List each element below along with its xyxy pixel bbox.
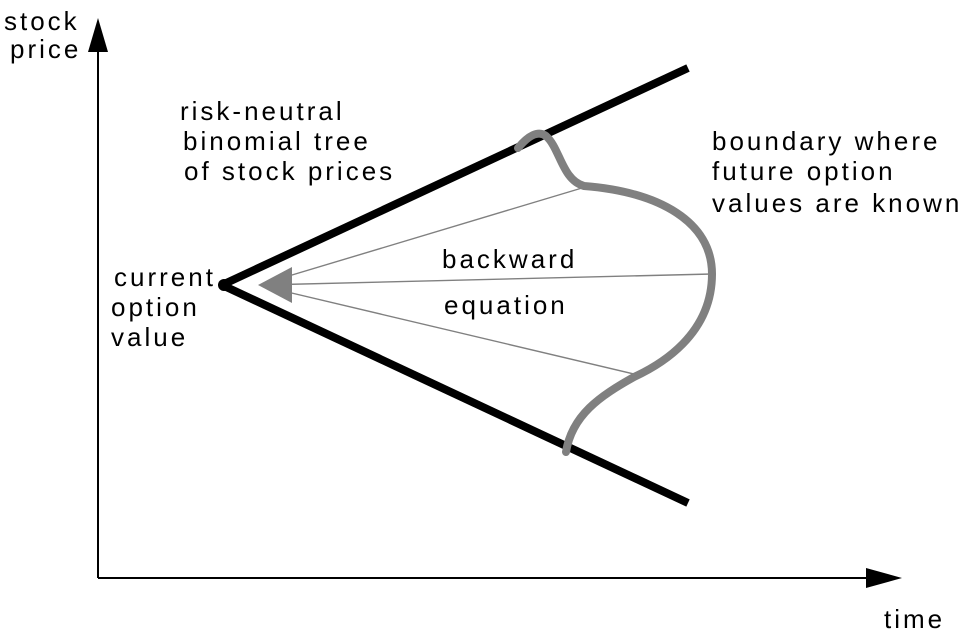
boundary-curve [514,129,717,456]
tree-label-line1: risk-neutral [180,96,345,126]
tree-root-node [218,279,230,291]
current-label-line2: option [111,292,200,322]
x-axis-label: time [884,604,946,634]
backward-ray-lower [261,285,639,376]
tree-label-line3: of stock prices [184,156,396,186]
backward-label-line2: equation [444,290,568,320]
tree-lower-branch [220,281,690,507]
y-axis-arrowhead [88,18,108,52]
boundary-label-line2: future option [712,156,896,186]
x-axis-arrowhead [866,568,902,588]
backward-arrowhead [258,267,292,303]
tree-upper-branch [220,64,690,289]
backward-ray-middle [261,273,713,286]
tree-label-line2: binomial tree [183,126,371,156]
y-axis-label-line1: stock [4,6,80,36]
boundary-label-line3: values are known [712,188,963,218]
boundary-label-line1: boundary where [712,126,941,156]
current-label-line3: value [111,322,189,352]
backward-ray-upper [261,187,583,285]
y-axis-label-line2: price [10,34,82,64]
current-label-line1: current [114,262,216,292]
backward-label-line1: backward [442,244,578,274]
